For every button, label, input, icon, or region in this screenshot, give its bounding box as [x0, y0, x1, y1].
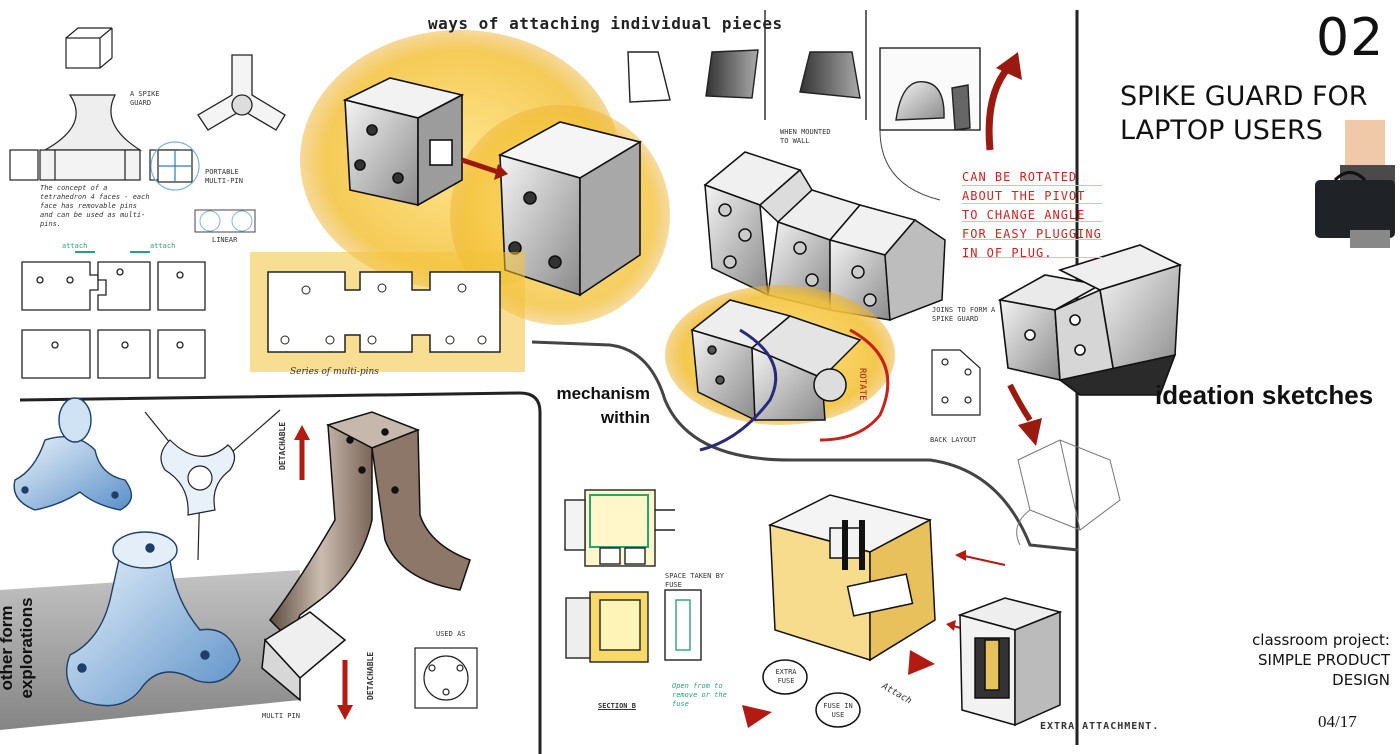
fuse-in-use-label: FUSE IN USE — [823, 702, 853, 719]
extra-attachment-label: EXTRA ATTACHMENT. — [1040, 721, 1160, 732]
puzzle-pieces-row — [21, 251, 206, 379]
detachable-arrowhead-up — [294, 425, 310, 440]
rotate-label: ROTATE — [857, 368, 867, 401]
laptop-bag-image — [1315, 120, 1395, 248]
section-sketch-bottom — [565, 589, 702, 663]
other-forms-label: other form explorations — [0, 597, 36, 699]
linear-note: LINEAR — [212, 236, 238, 244]
joins-to-form-note: JOINS TO FORM A SPIKE GUARD — [932, 306, 996, 323]
back-layout-note: BACK LAYOUT — [930, 436, 977, 444]
back-layout-sketch — [931, 349, 981, 416]
mechanism-line-2: within — [600, 408, 650, 427]
attach-arrow-top — [959, 554, 1006, 566]
rotation-note: CAN BE ROTATED ABOUT THE PIVOT TO CHANGE… — [962, 168, 1102, 263]
rotation-note-line: ABOUT THE PIVOT — [962, 189, 1086, 203]
attach-arrowhead-top — [955, 550, 966, 561]
y-axis-form-sketch — [144, 409, 281, 561]
space-taken-note: SPACE TAKEN BY FUSE — [665, 572, 725, 589]
project-title: SPIKE GUARD FOR LAPTOP USERS — [1120, 81, 1368, 146]
classroom-line-3: DESIGN — [1332, 671, 1390, 689]
fuse-in-use-bubble — [815, 692, 861, 728]
section-b-label: SECTION B — [598, 702, 636, 710]
portable-multipin-note: PORTABLE MULTI-PIN — [205, 168, 243, 185]
brown-branching-form — [261, 411, 471, 702]
form-region-border — [19, 391, 542, 754]
wall-mount-sketches — [627, 10, 981, 131]
spike-guard-note: A SPIKE GUARD — [130, 90, 160, 107]
rotation-note-line: IN OF PLUG. — [962, 246, 1053, 260]
used-as-label: USED AS — [436, 630, 466, 638]
yellow-highlight-cubes — [300, 30, 670, 325]
detachable-arrowhead-down — [337, 705, 353, 720]
ways-heading: ways of attaching individual pieces — [428, 14, 783, 33]
rotation-note-line: CAN BE ROTATED — [962, 170, 1078, 184]
rotate-up-arrowhead — [996, 52, 1022, 80]
prism-chain-sketch — [703, 151, 946, 322]
page-number: 02 — [1316, 8, 1385, 68]
concept-note: The concept of a tetrahedron 4 faces - e… — [40, 184, 150, 228]
open-from-note: Open from to remove or the fuse — [672, 682, 727, 708]
tri-spike-guard-top-sketch — [197, 54, 286, 131]
extra-attachment-sketch — [957, 597, 1063, 727]
extra-fuse-bubble — [762, 659, 808, 695]
rotate-up-arrow — [985, 65, 1011, 151]
faint-plug-sketch — [1016, 439, 1121, 546]
down-arrow-red — [1007, 383, 1033, 422]
used-as-sketch — [414, 647, 478, 709]
marker-b-triangle — [908, 650, 935, 675]
classroom-project-note: classroom project: SIMPLE PRODUCT DESIGN — [1200, 630, 1390, 690]
tetra-concept-sketch — [9, 27, 179, 181]
portable-multipin-cube — [150, 141, 200, 191]
when-mounted-note: WHEN MOUNTED TO WALL — [780, 128, 831, 145]
attach-left-note: attach — [62, 242, 88, 250]
spike-guard-assembled — [997, 244, 1183, 396]
marker-a-triangle — [742, 705, 772, 728]
classroom-line-2: SIMPLE PRODUCT — [1258, 651, 1390, 669]
blue-tri-form-small — [13, 397, 133, 511]
section-label-ideation: ideation sketches — [1155, 380, 1374, 410]
section-sketch-top — [564, 489, 675, 567]
linear-multipin-sketch — [194, 209, 256, 233]
series-caption: Series of multi-pins — [290, 367, 379, 377]
rotate-pivot-sketch — [665, 285, 895, 452]
attach-arrowhead-bottom — [946, 620, 956, 631]
mechanism-curve — [531, 340, 1079, 552]
multi-pin-label: MULTI PIN — [262, 712, 300, 720]
tri-form-on-floor — [0, 531, 300, 730]
attach-right-note: attach — [150, 242, 176, 250]
series-multipins-sketch — [250, 252, 525, 372]
rotation-note-line: TO CHANGE ANGLE — [962, 208, 1086, 222]
detachable-label-bottom: DETACHABLE — [366, 651, 375, 700]
down-arrowhead-red — [1018, 418, 1042, 446]
slide-counter: 04/17 — [1318, 712, 1357, 731]
exploded-fuse-cube — [767, 494, 936, 662]
extra-fuse-label: EXTRA FUSE — [775, 668, 797, 685]
classroom-line-1: classroom project: — [1252, 631, 1390, 649]
mechanism-label: mechanism within — [530, 382, 650, 430]
detachable-label-top: DETACHABLE — [278, 421, 287, 470]
mechanism-line-1: mechanism — [556, 384, 650, 403]
rotation-note-line: FOR EASY PLUGGING — [962, 227, 1102, 241]
cord-line — [879, 129, 941, 201]
